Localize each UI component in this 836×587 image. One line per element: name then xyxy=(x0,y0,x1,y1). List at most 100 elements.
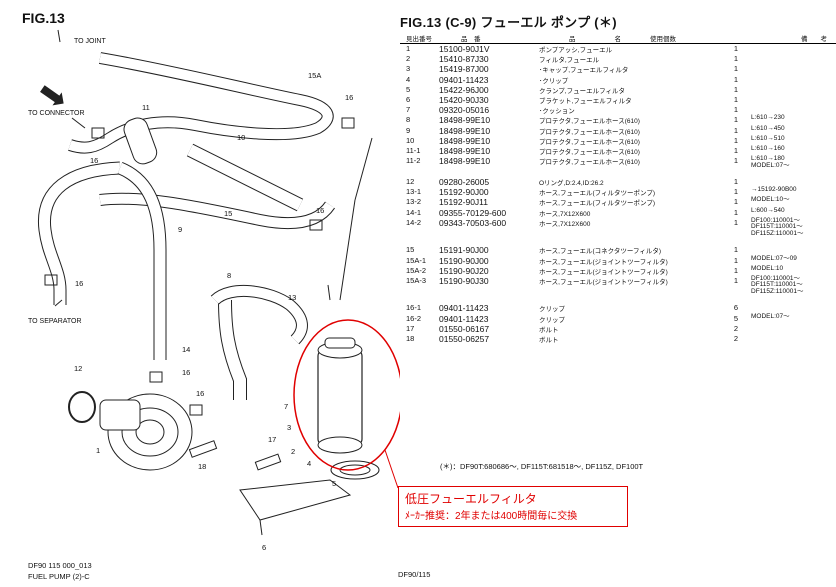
cell-part-number: 15192-90J11 xyxy=(439,197,488,208)
header-part-number: 品 番 xyxy=(439,33,539,44)
cell-part-name: ブラケット,フューエルフィルタ xyxy=(539,97,632,105)
cell-part-name: ･キャップ,フューエルフィルタ xyxy=(539,67,629,75)
cell-part-number: 18498-99E10 xyxy=(439,115,491,126)
cell-ref: 3 xyxy=(406,64,411,74)
callout-16-b: 16 xyxy=(90,156,99,165)
cell-part-number: 09320-05016 xyxy=(439,105,490,116)
cell-qty: 2 xyxy=(733,323,739,333)
cell-qty: 1 xyxy=(733,255,739,265)
callout-13: 13 xyxy=(288,293,297,302)
cell-part-name: フィルタ,フューエル xyxy=(539,57,600,65)
cell-part-name: ホース,フューエル(フィルタツーポンプ) xyxy=(539,190,655,198)
cell-qty: 1 xyxy=(733,156,739,166)
cell-qty: 1 xyxy=(733,245,739,255)
cell-part-name: ホース,フューエル(コネクタツーフィルタ) xyxy=(539,248,662,256)
cell-part-number: 15410-87J30 xyxy=(439,54,489,65)
cell-ref: 11-1 xyxy=(406,145,421,155)
callout-title: 低圧フューエルフィルタ xyxy=(405,492,537,506)
cell-part-number: 01550-06257 xyxy=(439,333,490,344)
cell-remark: L:610→510 xyxy=(751,134,785,142)
cell-qty: 1 xyxy=(733,74,739,84)
cell-remark: MODEL:10 xyxy=(751,264,784,272)
callout-16-a: 16 xyxy=(345,93,354,102)
cell-qty: 1 xyxy=(733,115,739,125)
cell-remark xyxy=(751,64,836,74)
cell-part-number: 15190-90J20 xyxy=(439,265,489,276)
cell-ref: 15A-1 xyxy=(406,255,427,265)
cell-part-name: ホース,フューエル(ジョイントツーフィルタ) xyxy=(539,258,668,266)
cell-remark: L:610→450 xyxy=(751,124,785,132)
cell-qty: 1 xyxy=(733,265,739,275)
cell-ref: 10 xyxy=(406,135,415,145)
figure-label-left: FIG.13 xyxy=(22,10,65,26)
cell-ref: 13-1 xyxy=(406,187,422,197)
label-to-joint: TO JOINT xyxy=(74,38,106,45)
cell-qty: 1 xyxy=(733,217,739,227)
label-to-connector: TO CONNECTOR xyxy=(28,110,85,117)
cell-qty: 2 xyxy=(733,333,739,343)
cell-remark: L:610→160 xyxy=(751,144,785,152)
cell-part-number: 15191-90J00 xyxy=(439,245,489,256)
cell-qty: 1 xyxy=(733,54,739,64)
cell-part-number: 15422-96J00 xyxy=(439,84,489,95)
cell-part-name: クリップ xyxy=(539,306,565,314)
cell-part-number: 15190-90J00 xyxy=(439,255,489,266)
cell-remark: DF100:110001～ DF115T:110001～ DF115Z:1100… xyxy=(751,274,804,295)
cell-part-name: ホース,フューエル(ジョイントツーフィルタ) xyxy=(539,278,668,286)
cell-qty: 1 xyxy=(733,187,739,197)
cell-part-name: クリップ xyxy=(539,316,565,324)
cell-part-name: ･クッション xyxy=(539,108,575,116)
cell-part-number: 09355-70129-600 xyxy=(439,207,507,218)
footnote: (＊)：DF90T:680686～, DF115T:681518～, DF115… xyxy=(440,462,644,471)
cell-part-name: ･クリップ xyxy=(539,77,569,85)
cell-part-number: 09401-11423 xyxy=(439,313,489,324)
cell-remark xyxy=(751,324,836,334)
parts-list-title: FIG.13 (C-9) フューエル ポンプ (＊) xyxy=(400,15,617,30)
cell-remark xyxy=(751,297,836,313)
callout-8: 8 xyxy=(227,271,232,280)
callout-5: 5 xyxy=(332,479,337,488)
cell-ref: 12 xyxy=(406,177,415,187)
cell-qty: 1 xyxy=(733,64,739,74)
cell-remark: →15192-90B00 xyxy=(751,186,797,194)
cell-part-number: 01550-06167 xyxy=(439,323,490,334)
callout-9: 9 xyxy=(178,225,183,234)
cell-ref: 15 xyxy=(406,245,415,255)
footer-section-name: FUEL PUMP (2)-C xyxy=(28,572,90,581)
cell-remark: DF100:110001～ DF115T:110001～ DF115Z:1100… xyxy=(751,216,804,237)
cell-ref: 11-2 xyxy=(406,156,421,166)
callout-16-c: 16 xyxy=(316,206,325,215)
cell-ref: 7 xyxy=(406,105,411,115)
cell-ref: 1 xyxy=(406,44,411,53)
callout-4: 4 xyxy=(307,459,312,468)
callout-15: 15 xyxy=(224,209,233,218)
cell-qty: 1 xyxy=(733,125,739,135)
cell-part-number: 18498-99E10 xyxy=(439,125,491,136)
cell-qty: 1 xyxy=(733,145,739,155)
cell-remark xyxy=(751,85,836,95)
cell-ref: 13-2 xyxy=(406,197,422,207)
cell-remark: MODEL:07～ xyxy=(751,312,790,320)
cell-ref: 6 xyxy=(406,94,411,104)
cell-part-name: ホース,フューエル(フィルタツーポンプ) xyxy=(539,200,655,208)
callout-3: 3 xyxy=(287,423,292,432)
callout-17: 17 xyxy=(268,435,277,444)
table-row: 15 15191-90J00 ホース,フューエル(コネクタツーフィルタ) 1 xyxy=(400,239,836,255)
header-qty xyxy=(721,33,751,44)
callout-11: 11 xyxy=(142,103,150,112)
cell-part-name: プロテクタ,フューエルホース(610) xyxy=(539,159,640,167)
callout-15A: 15A xyxy=(308,71,322,80)
